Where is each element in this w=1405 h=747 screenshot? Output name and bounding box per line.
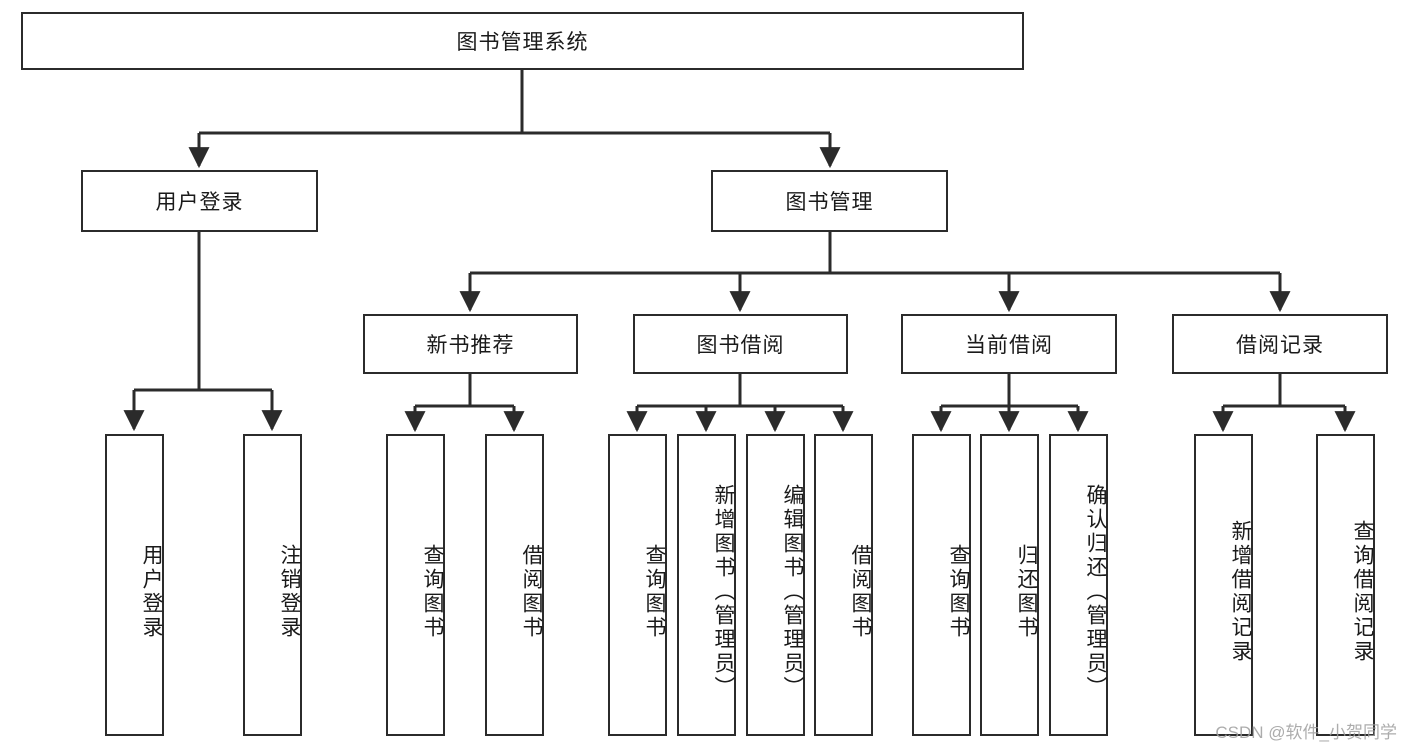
node-root-system[interactable]: 图书管理系统 <box>21 12 1024 70</box>
node-label: 查询图书 <box>643 544 666 640</box>
leaf-user-login-logout[interactable]: 注销登录 <box>243 434 302 736</box>
node-borrow-record[interactable]: 借阅记录 <box>1172 314 1388 374</box>
node-book-management[interactable]: 图书管理 <box>711 170 948 232</box>
node-label: 图书管理 <box>785 191 874 214</box>
node-new-book-recommend[interactable]: 新书推荐 <box>363 314 578 374</box>
node-label: 注销登录 <box>278 544 301 640</box>
leaf-current-borrow-query[interactable]: 查询图书 <box>912 434 971 736</box>
leaf-book-borrow-borrow[interactable]: 借阅图书 <box>814 434 873 736</box>
node-label: 图书管理系统 <box>456 31 589 54</box>
node-label: 查询借阅记录 <box>1351 520 1374 664</box>
node-label: 确认归还（管理员） <box>1084 484 1107 700</box>
leaf-borrow-record-add[interactable]: 新增借阅记录 <box>1194 434 1253 736</box>
node-book-borrow[interactable]: 图书借阅 <box>633 314 848 374</box>
leaf-new-book-query[interactable]: 查询图书 <box>386 434 445 736</box>
node-label: 借阅图书 <box>849 544 872 640</box>
leaf-user-login-login[interactable]: 用户登录 <box>105 434 164 736</box>
leaf-book-borrow-edit[interactable]: 编辑图书（管理员） <box>746 434 805 736</box>
node-label: 编辑图书（管理员） <box>781 484 804 700</box>
node-label: 用户登录 <box>140 544 163 640</box>
node-label: 新增借阅记录 <box>1229 520 1252 664</box>
node-label: 借阅图书 <box>520 544 543 640</box>
node-label: 新增图书（管理员） <box>712 484 735 700</box>
node-label: 用户登录 <box>155 191 244 214</box>
node-label: 查询图书 <box>947 544 970 640</box>
leaf-new-book-borrow[interactable]: 借阅图书 <box>485 434 544 736</box>
node-current-borrow[interactable]: 当前借阅 <box>901 314 1117 374</box>
leaf-book-borrow-add[interactable]: 新增图书（管理员） <box>677 434 736 736</box>
node-label: 借阅记录 <box>1236 334 1324 357</box>
node-label: 当前借阅 <box>965 334 1053 357</box>
leaf-borrow-record-query[interactable]: 查询借阅记录 <box>1316 434 1375 736</box>
leaf-current-borrow-return[interactable]: 归还图书 <box>980 434 1039 736</box>
node-user-login[interactable]: 用户登录 <box>81 170 318 232</box>
leaf-current-borrow-confirm-return[interactable]: 确认归还（管理员） <box>1049 434 1108 736</box>
node-label: 查询图书 <box>421 544 444 640</box>
leaf-book-borrow-query[interactable]: 查询图书 <box>608 434 667 736</box>
node-label: 图书借阅 <box>696 334 785 357</box>
node-label: 归还图书 <box>1015 544 1038 640</box>
node-label: 新书推荐 <box>426 334 515 357</box>
